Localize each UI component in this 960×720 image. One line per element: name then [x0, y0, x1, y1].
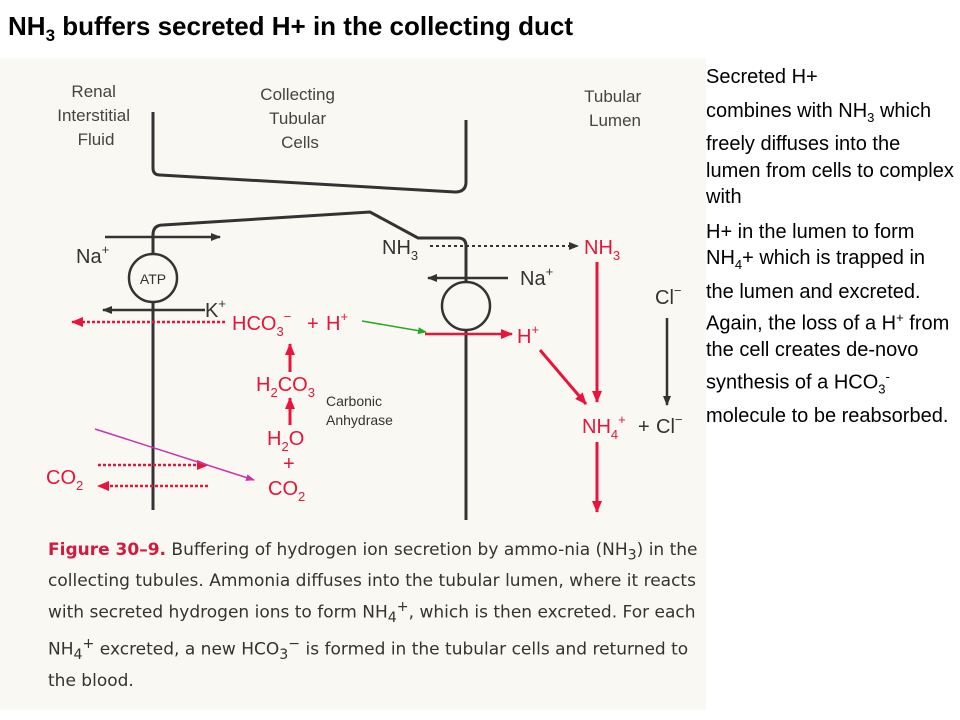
label-lumen: Tubular Lumen: [584, 87, 646, 130]
side-para-1: Secreted H+: [706, 66, 818, 88]
atp-label: ATP: [140, 271, 166, 287]
na-label: Na+: [76, 242, 109, 268]
nh4-label: NH4+: [582, 412, 626, 442]
h2co3-label: H2CO3: [256, 374, 315, 400]
nh3-cell-label: NH3: [382, 237, 418, 263]
h2o-label: H2O: [267, 428, 304, 454]
na-lumen-label: Na+: [520, 264, 553, 290]
label-cells: Collecting Tubular Cells: [260, 85, 339, 152]
main-cell-outline: [151, 210, 468, 520]
cl-bottom-label: Cl−: [656, 412, 682, 438]
k-label: K+: [205, 296, 226, 322]
green-pointer-arrow: [361, 320, 427, 335]
side-para-2: combines with NH3 which freely diffuses …: [706, 99, 954, 209]
h-cell-label: H+: [326, 309, 348, 335]
upper-cell-outline: [151, 112, 468, 194]
collecting-duct-diagram: Renal Interstitial Fluid Collecting Tubu…: [46, 82, 682, 520]
carbonic-anhydrase-label: Carbonic Anhydrase: [326, 393, 393, 428]
side-explanation: Secreted H+ combines with NH3 which free…: [706, 64, 956, 429]
magenta-pointer-arrow: [94, 428, 255, 481]
figure-caption: Figure 30–9. Buffering of hydrogen ion s…: [48, 540, 698, 692]
exchanger: [440, 280, 492, 332]
co2-left-label: CO2: [46, 467, 83, 493]
side-para-3: H+ in the lumen to form NH4+ which is tr…: [706, 220, 950, 427]
h-lumen-label: H+: [517, 322, 539, 348]
nh3-lumen-label: NH3: [584, 237, 620, 263]
plus3-label: +: [638, 416, 650, 438]
plus2-label: +: [283, 453, 295, 475]
plus-label: +: [307, 313, 319, 335]
h-to-nh4-arrow: [538, 349, 588, 405]
co2-cell-label: CO2: [268, 478, 305, 504]
cl-top-label: Cl−: [655, 283, 681, 309]
label-interstitial: Renal Interstitial Fluid: [57, 82, 134, 149]
caption-figure-number: Figure 30–9.: [48, 540, 166, 560]
atp-pump: [127, 252, 179, 304]
figure-panel: [0, 58, 706, 710]
hco3-label: HCO3−: [232, 309, 291, 339]
slide-title: NH3 buffers secreted H+ in the collectin…: [8, 11, 573, 46]
